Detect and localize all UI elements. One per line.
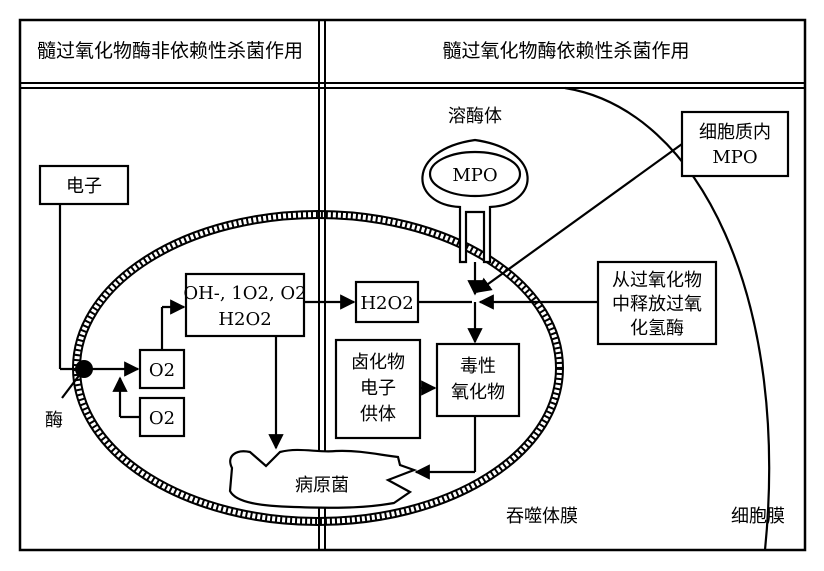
lysosome-label: 溶酶体 xyxy=(448,106,502,127)
ros-line2: H2O2 xyxy=(218,309,271,330)
h2o2-box xyxy=(354,280,420,324)
enzyme-box-line2: 中释放过氧 xyxy=(612,294,702,315)
phagosome-membrane-label: 吞噬体膜 xyxy=(506,506,578,527)
toxic-oxide-box xyxy=(435,342,521,418)
ros-line1: OH-, 1O2, O2 xyxy=(183,283,306,304)
mpo-label: MPO xyxy=(452,165,497,186)
header-mpo-dependent: 髓过氧化物酶依赖性杀菌作用 xyxy=(442,40,689,62)
cell-membrane-label: 细胞膜 xyxy=(731,506,785,527)
o2-label-top: O2 xyxy=(149,360,175,381)
pathogen-label: 病原菌 xyxy=(295,475,349,496)
h2o2-label: H2O2 xyxy=(360,293,413,314)
enzyme-box-line1: 从过氧化物 xyxy=(612,270,702,291)
phagosome-membrane-hatching xyxy=(73,211,563,525)
electron-label: 电子 xyxy=(66,176,102,197)
toxic-line2: 氧化物 xyxy=(451,382,505,403)
cytoplasm-mpo-line1: 细胞质内 xyxy=(699,122,771,143)
cytoplasm-mpo-line2: MPO xyxy=(712,147,757,168)
halide-line1: 卤化物 xyxy=(351,352,405,373)
enzyme-box-line3: 化氢酶 xyxy=(630,318,684,339)
arrow-cytoplasm-mpo-to-merge xyxy=(475,143,683,293)
mpo-inner-vesicle xyxy=(428,150,522,198)
electron-box xyxy=(38,164,130,206)
cytoplasm-mpo-box xyxy=(680,110,790,178)
hydrogen-peroxide-enzyme-box xyxy=(596,260,718,346)
header-mpo-independent: 髓过氧化物酶非依赖性杀菌作用 xyxy=(37,40,303,62)
toxic-line1: 毒性 xyxy=(460,356,496,377)
o2-label-bottom: O2 xyxy=(149,408,175,429)
halide-line3: 供体 xyxy=(360,404,396,425)
enzyme-label: 酶 xyxy=(45,410,63,431)
halide-donor-box xyxy=(334,338,422,440)
outer-frame xyxy=(18,18,807,552)
halide-line2: 电子 xyxy=(360,378,396,399)
ros-box xyxy=(184,272,306,338)
cell-membrane-curve xyxy=(564,86,771,551)
pathogen-shape xyxy=(228,448,418,509)
